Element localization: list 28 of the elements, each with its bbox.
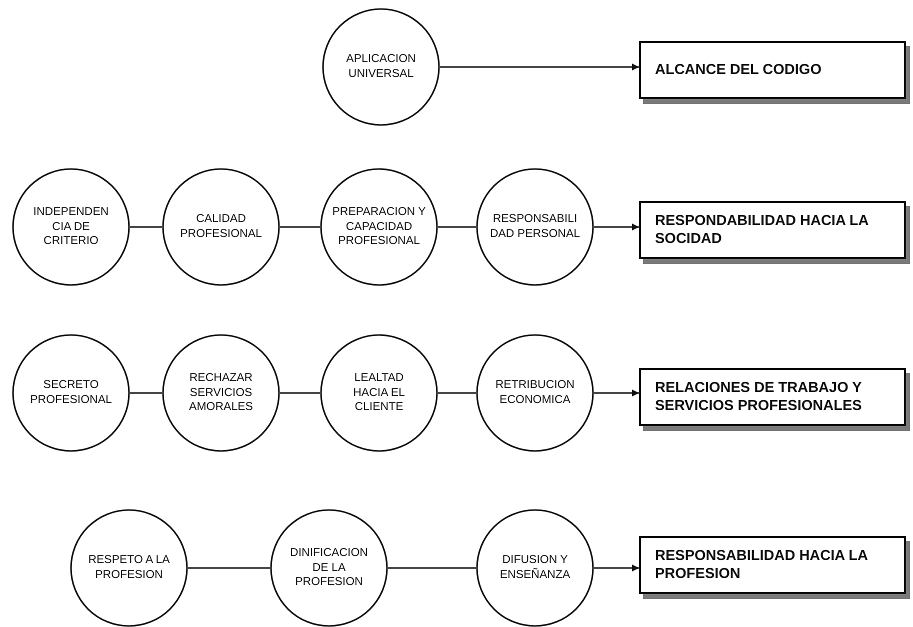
node-label: RETRIBUCION ECONOMICA <box>494 378 576 408</box>
node-label: INDEPENDEN CIA DE CRITERIO <box>32 204 110 250</box>
connector-line <box>188 567 270 569</box>
node-label: RESPONSABILI DAD PERSONAL <box>488 212 582 242</box>
box-title: RESPONDABILIDAD HACIA LA SOCIDAD <box>655 212 870 248</box>
arrow <box>594 390 639 396</box>
node-label: DINIFICACION DE LA PROFESION <box>289 546 369 590</box>
node-label: LEALTAD HACIA EL CLIENTE <box>352 370 406 416</box>
node-label: CALIDAD PROFESIONAL <box>179 212 263 242</box>
node-label: SECRETO PROFESIONAL <box>29 378 113 408</box>
connector-line <box>130 226 162 228</box>
arrow <box>594 224 639 230</box>
node-label: PREPARACION Y CAPACIDAD PROFESIONAL <box>331 204 427 250</box>
node-label: RECHAZAR SERVICIOS AMORALES <box>188 370 254 416</box>
box-title: ALCANCE DEL CODIGO <box>655 60 822 80</box>
arrow <box>594 564 639 572</box>
connector-line <box>388 567 476 569</box>
connector-line <box>438 392 476 394</box>
node-label: DIFUSION Y ENSEÑANZA <box>498 553 572 583</box>
arrow <box>440 64 639 70</box>
box-title: RELACIONES DE TRABAJO Y SERVICIOS PROFESIONALES <box>655 378 863 416</box>
node-label: RESPETO A LA PROFESION <box>87 553 171 583</box>
connector-line <box>280 392 320 394</box>
box-title: RESPONSABILIDAD HACIA LA PROFESION <box>655 546 868 584</box>
connector-line <box>438 226 476 228</box>
connector-line <box>280 226 320 228</box>
connector-line <box>130 392 162 394</box>
node-label: APLICACION UNIVERSAL <box>345 52 417 82</box>
